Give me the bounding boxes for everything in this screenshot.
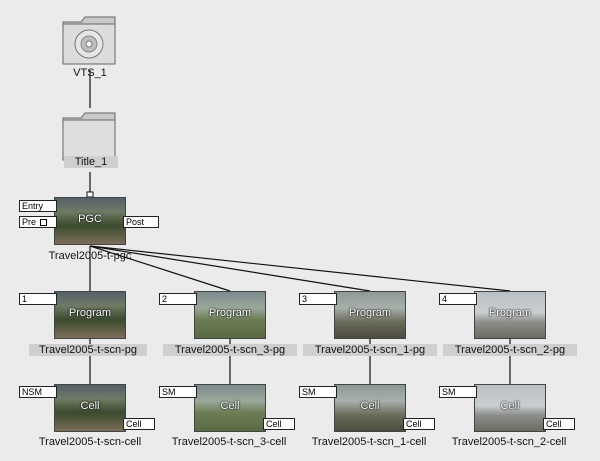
pre-tag: Pre (19, 216, 57, 228)
program-number-2: 2 (159, 293, 197, 305)
cell-caption-1: Cell (80, 400, 100, 412)
pgc-caption: PGC (78, 213, 102, 225)
pgc-thumbnail[interactable]: PGC (54, 197, 126, 245)
cell-type-tag-2: SM (159, 386, 197, 398)
cell-thumbnail-4[interactable]: Cell (474, 384, 546, 432)
cell-label-1: Travel2005-t-scn-cell (38, 436, 142, 448)
cell-type-tag-1: NSM (19, 386, 57, 398)
program-caption-2: Program (208, 307, 252, 319)
program-number-3: 3 (299, 293, 337, 305)
connector-pgc-program-2 (89, 245, 231, 292)
program-caption-3: Program (348, 307, 392, 319)
cell-caption-4: Cell (500, 400, 520, 412)
cell-label-4: Travel2005-t-scn_2-cell (451, 436, 567, 448)
cell-tag-4: Cell (543, 418, 575, 430)
vts-label: VTS_1 (73, 67, 107, 79)
program-number-1: 1 (19, 293, 57, 305)
program-number-4: 4 (439, 293, 477, 305)
program-thumbnail-3[interactable]: Program (334, 291, 406, 339)
program-thumbnail-1[interactable]: Program (54, 291, 126, 339)
pre-tag-text: Pre (22, 217, 37, 227)
cell-tag-2: Cell (263, 418, 295, 430)
program-thumbnail-2[interactable]: Program (194, 291, 266, 339)
cell-caption-2: Cell (220, 400, 240, 412)
pgc-label: Travel2005-t-pgc (48, 250, 132, 262)
program-label-1: Travel2005-t-scn-pg (29, 344, 147, 356)
post-tag: Post (123, 216, 159, 228)
cell-thumbnail-1[interactable]: Cell (54, 384, 126, 432)
program-label-4: Travel2005-t-scn_2-pg (443, 344, 577, 356)
connector-pgc-program-3 (89, 245, 371, 292)
cell-caption-3: Cell (360, 400, 380, 412)
program-caption-4: Program (488, 307, 532, 319)
cell-tag-1: Cell (123, 418, 155, 430)
connector-pgc-program-4 (89, 245, 511, 292)
cell-thumbnail-2[interactable]: Cell (194, 384, 266, 432)
program-label-2: Travel2005-t-scn_3-pg (163, 344, 297, 356)
program-label-3: Travel2005-t-scn_1-pg (303, 344, 437, 356)
program-caption-1: Program (68, 307, 112, 319)
program-thumbnail-4[interactable]: Program (474, 291, 546, 339)
cell-label-2: Travel2005-t-scn_3-cell (171, 436, 287, 448)
cell-type-tag-4: SM (439, 386, 477, 398)
title-label: Title_1 (64, 156, 118, 168)
disc-folder-icon[interactable] (61, 12, 117, 66)
cell-type-tag-3: SM (299, 386, 337, 398)
entry-tag: Entry (19, 200, 57, 212)
folder-icon[interactable] (61, 108, 117, 162)
cell-tag-3: Cell (403, 418, 435, 430)
cell-thumbnail-3[interactable]: Cell (334, 384, 406, 432)
cell-label-3: Travel2005-t-scn_1-cell (311, 436, 427, 448)
pre-port-icon (40, 219, 48, 227)
